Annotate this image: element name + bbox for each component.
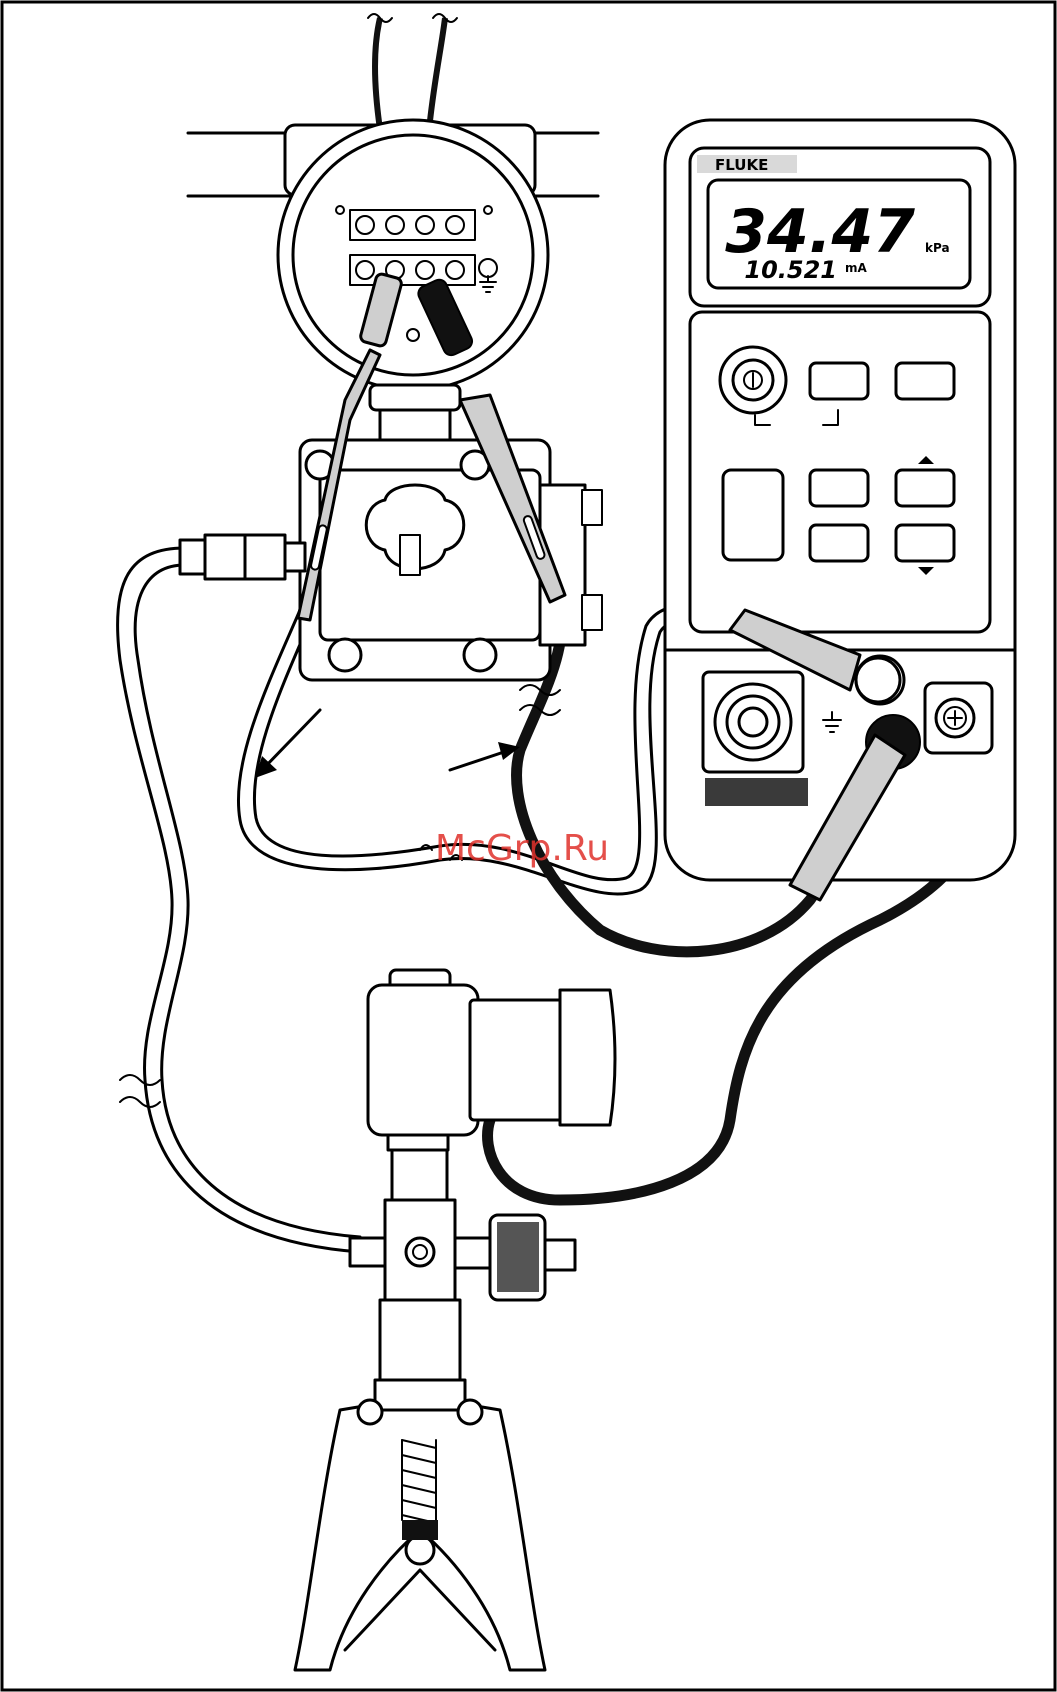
- secondary-reading: 10.521: [744, 256, 837, 284]
- function-button-1[interactable]: [810, 363, 868, 399]
- port-label-band: [705, 778, 808, 806]
- calibrator: FLUKE 34.47 kPa 10.521 mA: [665, 120, 1015, 880]
- mode-button[interactable]: [723, 470, 783, 560]
- up-button[interactable]: [896, 470, 954, 506]
- watermark: McGrp.Ru: [435, 828, 609, 869]
- function-button-3[interactable]: [810, 470, 868, 506]
- function-button-2[interactable]: [896, 363, 954, 399]
- ground-terminal[interactable]: [925, 683, 992, 753]
- primary-unit: kPa: [925, 241, 950, 255]
- function-button-4[interactable]: [810, 525, 868, 561]
- down-button[interactable]: [896, 525, 954, 561]
- power-button[interactable]: [720, 347, 786, 413]
- pressure-module-port[interactable]: [703, 672, 803, 772]
- brand-logo: FLUKE: [715, 156, 768, 174]
- secondary-unit: mA: [845, 261, 868, 275]
